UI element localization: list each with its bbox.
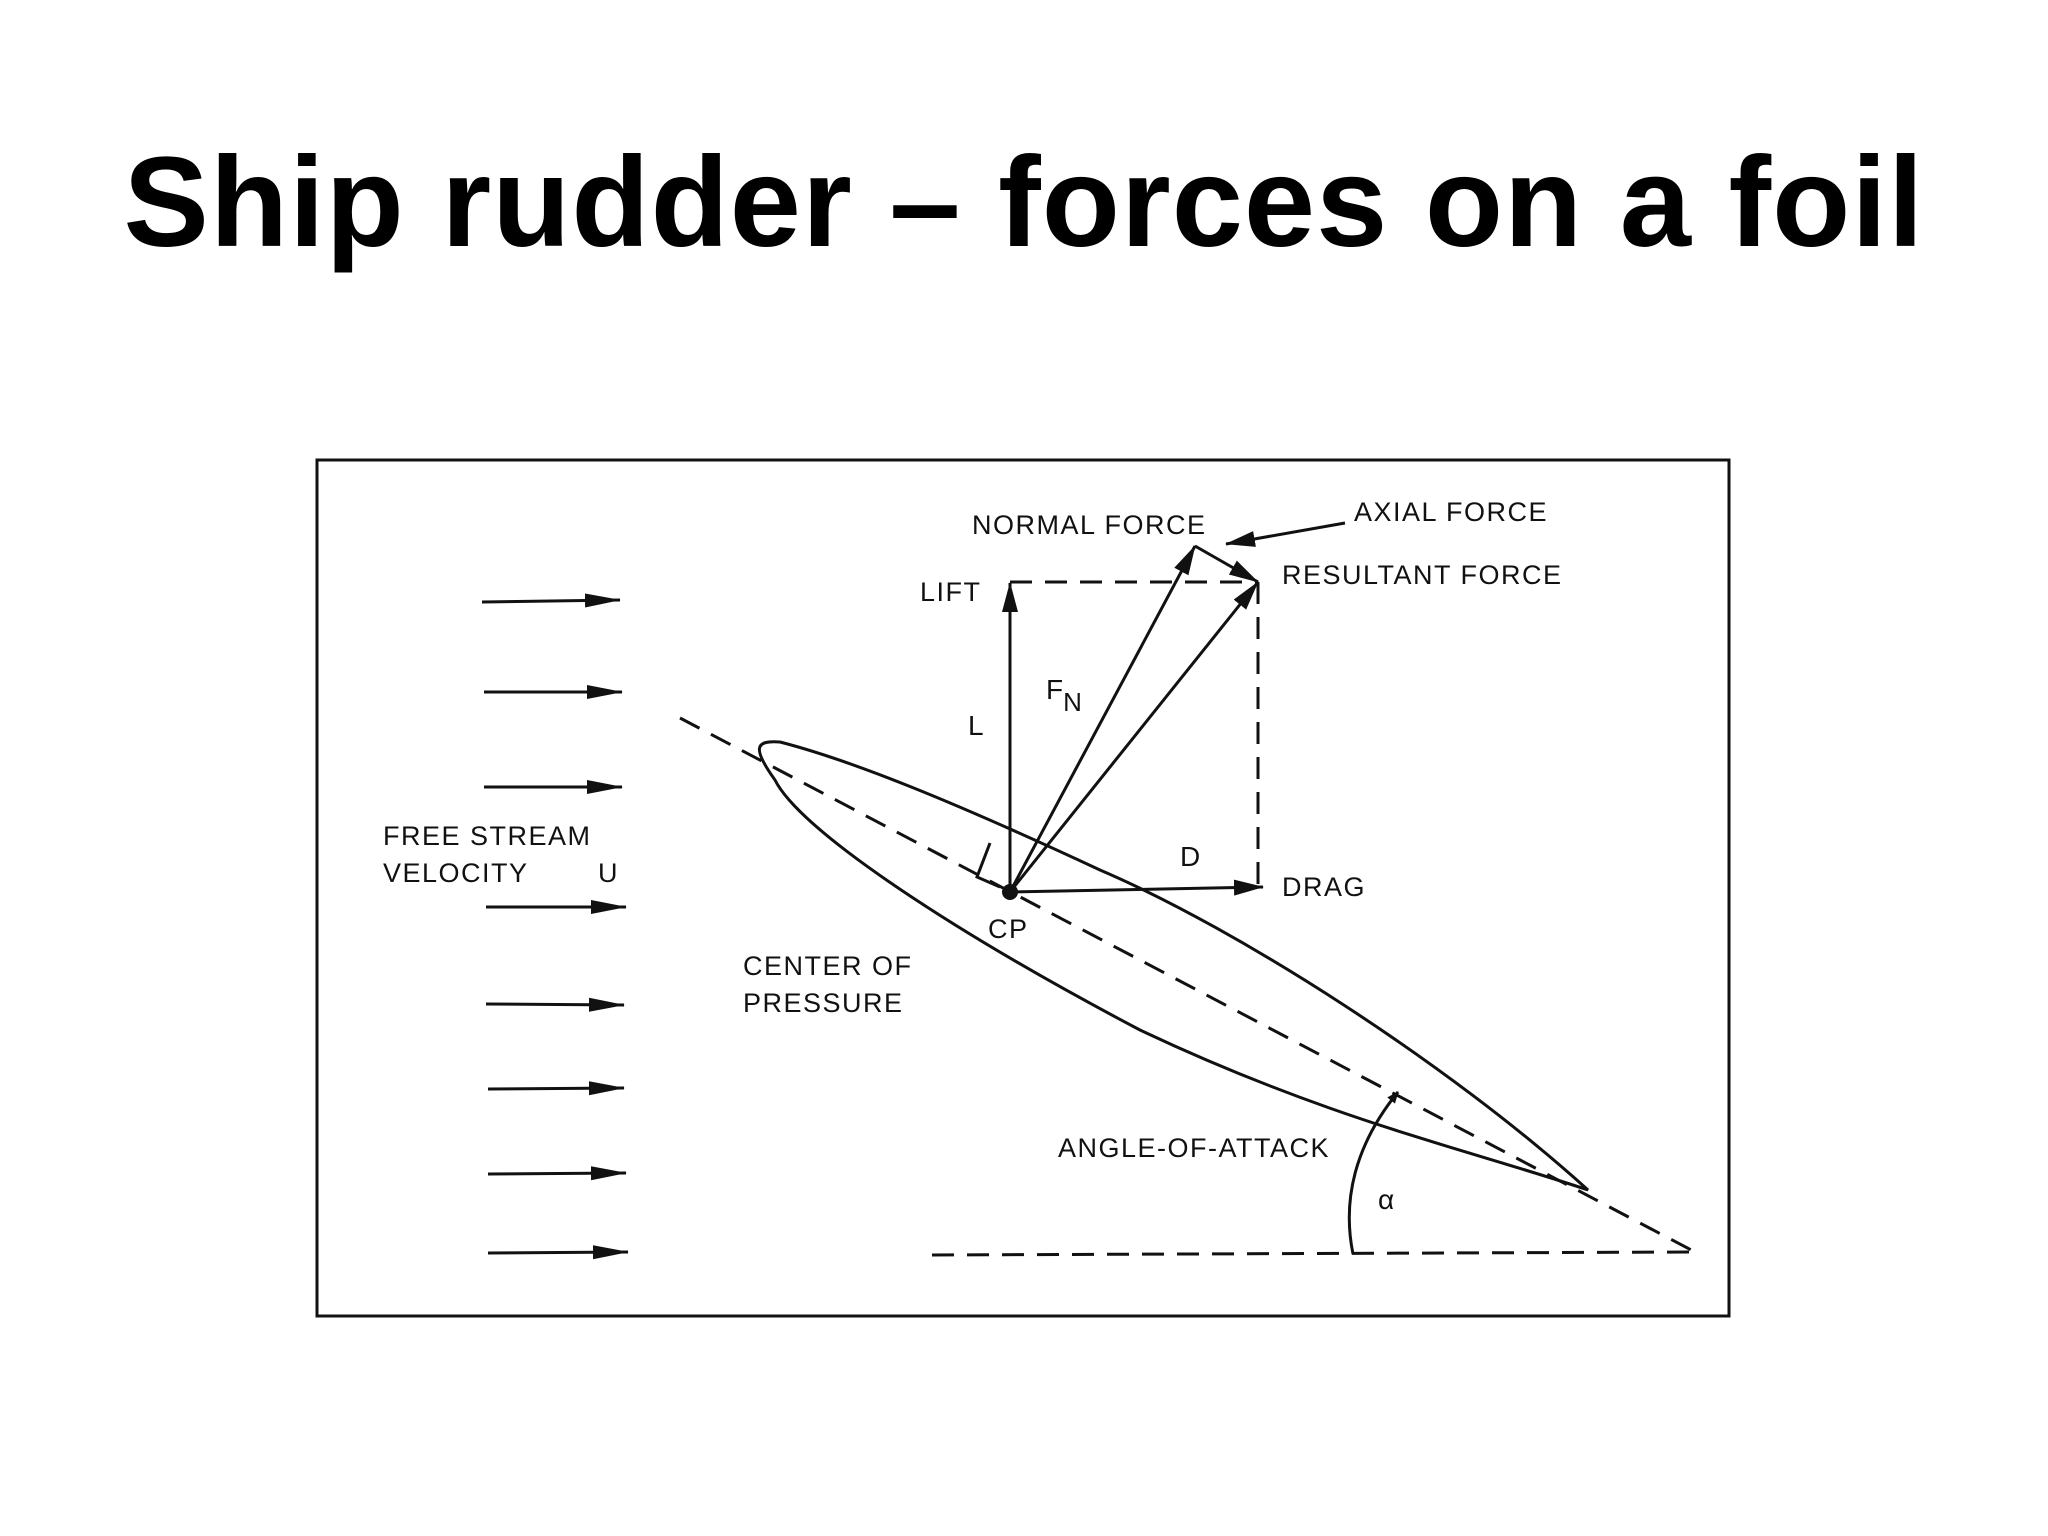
stream-arrow (485, 997, 625, 1012)
drag-label: DRAG (1282, 872, 1366, 902)
axial-force-vector (1194, 544, 1259, 584)
diagram-frame (315, 458, 1731, 1318)
normal-force-symbol-subscript: N (1063, 687, 1082, 717)
center-of-pressure-dot (1002, 884, 1018, 900)
right-angle-marker (975, 842, 1001, 889)
alpha-symbol: α (1378, 1184, 1394, 1215)
normal-force-symbol-base: F (1046, 674, 1063, 705)
resultant-force-vector (1008, 581, 1260, 893)
free-stream-arrows (481, 593, 629, 1260)
axial-force-label: AXIAL FORCE (1354, 497, 1548, 527)
lift-symbol: L (968, 710, 984, 741)
axial-force-pointer (1225, 521, 1346, 547)
velocity-symbol: U (598, 858, 619, 888)
center-of-pressure-label-line2: PRESSURE (743, 988, 904, 1018)
slide-title: Ship rudder – forces on a foil (123, 131, 1925, 274)
foil-outline (757, 740, 1590, 1192)
stream-arrow (481, 593, 621, 608)
angle-of-attack-label: ANGLE-OF-ATTACK (1058, 1133, 1330, 1163)
free-stream-reference-line (931, 1250, 1696, 1257)
stream-arrow (487, 1081, 625, 1096)
drag-vector (1009, 879, 1264, 896)
normal-force-vector (1008, 545, 1197, 893)
resultant-force-label: RESULTANT FORCE (1282, 560, 1563, 590)
normal-force-symbol: FN (1046, 674, 1082, 717)
stream-arrow (487, 1166, 627, 1181)
drag-symbol: D (1180, 841, 1200, 872)
center-of-pressure-label-line1: CENTER OF (743, 951, 913, 981)
lift-label: LIFT (920, 577, 982, 607)
stream-arrow (487, 1245, 629, 1260)
center-of-pressure-abbrev: CP (988, 914, 1029, 944)
free-stream-label-line1: FREE STREAM (383, 821, 592, 851)
normal-force-label: NORMAL FORCE (972, 510, 1207, 540)
free-stream-label-line2: VELOCITY (383, 858, 529, 888)
chord-line (679, 716, 1696, 1254)
angle-of-attack-arc (1347, 1091, 1400, 1255)
